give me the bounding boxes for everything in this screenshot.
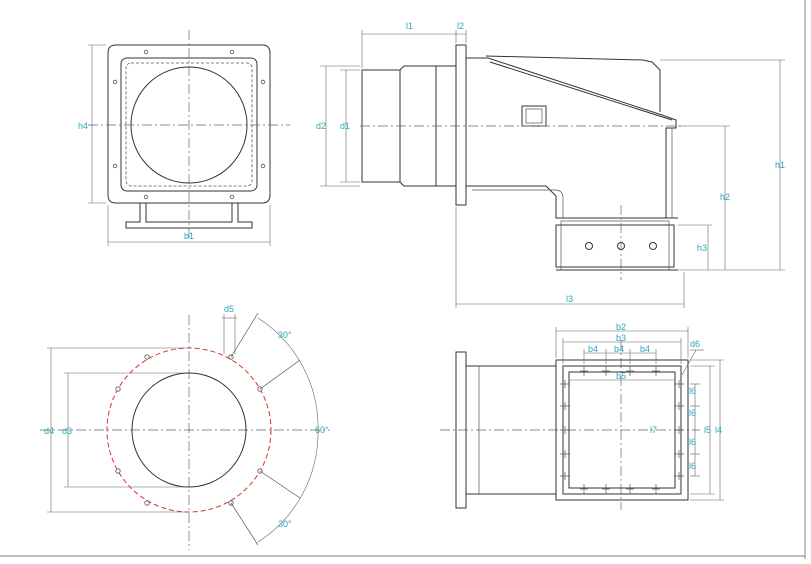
b1-label: b1 bbox=[184, 231, 194, 241]
d2-label: d2 bbox=[316, 121, 326, 131]
outlet-bolt-marks bbox=[560, 366, 684, 494]
l4-label: l4 bbox=[715, 425, 722, 435]
d4-label: d4 bbox=[44, 426, 54, 436]
round-opening bbox=[131, 372, 247, 488]
angle-bottom-label: 30° bbox=[278, 519, 292, 529]
b4-mid-label: b4 bbox=[614, 344, 624, 354]
b4-right-label: b4 bbox=[640, 344, 650, 354]
b3-label: b3 bbox=[616, 333, 626, 343]
side-elbow-view: l1 l2 d2 d1 l3 h1 h2 h3 bbox=[316, 21, 785, 308]
outlet-flange-outer bbox=[555, 359, 689, 501]
h1-label: h1 bbox=[775, 160, 785, 170]
h3-label: h3 bbox=[697, 243, 707, 253]
b5-label: b5 bbox=[616, 371, 626, 381]
inspection-port bbox=[521, 105, 547, 127]
rect-outlet-view: b2 b3 b4 b4 b4 b5 d6 l6 l6 l6 l6 l7 l bbox=[440, 322, 724, 510]
angle-top-label: 30° bbox=[278, 330, 292, 340]
l1-label: l1 bbox=[406, 21, 413, 31]
h2-label: h2 bbox=[720, 192, 730, 202]
h4-label: h4 bbox=[78, 121, 88, 131]
angle-arc bbox=[257, 317, 319, 543]
top-cover bbox=[485, 55, 673, 121]
l3-label: l3 bbox=[566, 294, 573, 304]
d1-label: d1 bbox=[340, 121, 350, 131]
l6-label-2: l6 bbox=[689, 408, 696, 418]
angle-mid-label: 60° bbox=[315, 425, 329, 435]
outlet-bolt-hole bbox=[585, 242, 593, 250]
outlet-bolt-hole bbox=[649, 242, 657, 250]
flange-bolt-holes bbox=[112, 49, 266, 200]
d6-leader bbox=[681, 349, 697, 376]
l2-label: l2 bbox=[457, 21, 464, 31]
l6-label-4: l6 bbox=[689, 461, 696, 471]
l7-label: l7 bbox=[650, 425, 657, 435]
outlet-flange-box bbox=[555, 224, 675, 268]
d6-label: d6 bbox=[690, 339, 700, 349]
l5-label: l5 bbox=[704, 425, 711, 435]
main-flange bbox=[455, 44, 467, 206]
front-flange-view: h4 b1 bbox=[78, 30, 290, 246]
d5-label: d5 bbox=[224, 304, 234, 314]
front-flange-outline bbox=[107, 44, 271, 204]
l6-label-3: l6 bbox=[689, 437, 696, 447]
bolt-pitch-circle bbox=[106, 347, 272, 513]
l6-label-1: l6 bbox=[689, 386, 696, 396]
b2-label: b2 bbox=[616, 322, 626, 332]
elbow-body bbox=[465, 57, 677, 219]
d3-label: d3 bbox=[62, 426, 72, 436]
b4-left-label: b4 bbox=[588, 344, 598, 354]
round-flange-view: 30° 60° 30° d5 d4 d3 bbox=[40, 304, 330, 550]
